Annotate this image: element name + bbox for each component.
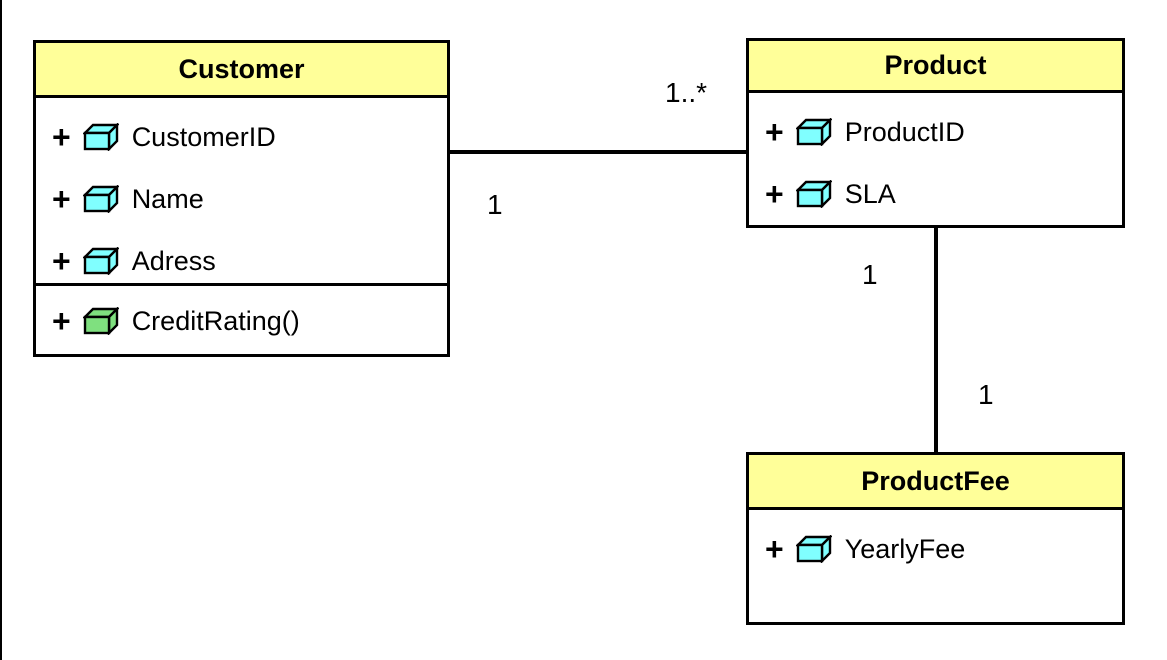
operations-compartment: + CreditRating(): [36, 286, 447, 354]
page-left-border: [0, 0, 2, 660]
class-name: Product: [884, 50, 987, 80]
visibility-public-symbol: +: [52, 181, 71, 217]
attribute-label: YearlyFee: [844, 533, 966, 564]
attribute-row: + SLA: [749, 163, 1122, 225]
attribute-cube-icon: [795, 535, 832, 563]
attribute-label: ProductID: [844, 116, 965, 147]
visibility-public-symbol: +: [765, 531, 784, 567]
attribute-cube-icon: [795, 118, 832, 146]
visibility-public-symbol: +: [765, 176, 784, 212]
visibility-public-symbol: +: [52, 303, 71, 339]
multiplicity-label-product-lower-end: 1: [862, 259, 878, 290]
class-box-product[interactable]: Product + ProductID +: [746, 38, 1125, 228]
operation-label: CreditRating(): [131, 305, 300, 336]
attribute-row: + CustomerID: [36, 106, 447, 168]
attribute-cube-icon: [82, 123, 119, 151]
attributes-compartment: + CustomerID +: [36, 98, 447, 286]
multiplicity-label-customer-end: 1: [487, 189, 503, 220]
operation-row: + CreditRating(): [36, 290, 447, 352]
attribute-label: Adress: [131, 245, 216, 276]
attribute-cube-icon: [82, 185, 119, 213]
multiplicity-label-productfee-end: 1: [978, 379, 994, 410]
attribute-row: + YearlyFee: [749, 518, 1122, 580]
class-header-customer: Customer: [36, 43, 447, 98]
class-box-customer[interactable]: Customer + CustomerID +: [33, 40, 450, 357]
visibility-public-symbol: +: [52, 243, 71, 279]
class-box-productfee[interactable]: ProductFee + YearlyFee: [746, 452, 1125, 625]
association-line-customer-product[interactable]: [448, 150, 748, 154]
attribute-label: SLA: [844, 178, 896, 209]
attributes-compartment: + YearlyFee: [749, 510, 1122, 622]
attribute-row: + ProductID: [749, 101, 1122, 163]
visibility-public-symbol: +: [52, 119, 71, 155]
association-line-product-productfee[interactable]: [934, 226, 938, 454]
attribute-label: CustomerID: [131, 121, 276, 152]
multiplicity-label-product-end: 1..*: [665, 77, 708, 108]
attribute-row: + Adress: [36, 230, 447, 292]
operation-cube-icon: [82, 307, 119, 335]
class-header-productfee: ProductFee: [749, 455, 1122, 510]
attribute-cube-icon: [795, 180, 832, 208]
class-name: ProductFee: [861, 465, 1010, 496]
attribute-cube-icon: [82, 247, 119, 275]
visibility-public-symbol: +: [765, 114, 784, 150]
attribute-row: + Name: [36, 168, 447, 230]
attributes-compartment: + ProductID +: [749, 93, 1122, 225]
class-header-product: Product: [749, 41, 1122, 93]
class-name: Customer: [178, 53, 305, 84]
attribute-label: Name: [131, 183, 204, 214]
